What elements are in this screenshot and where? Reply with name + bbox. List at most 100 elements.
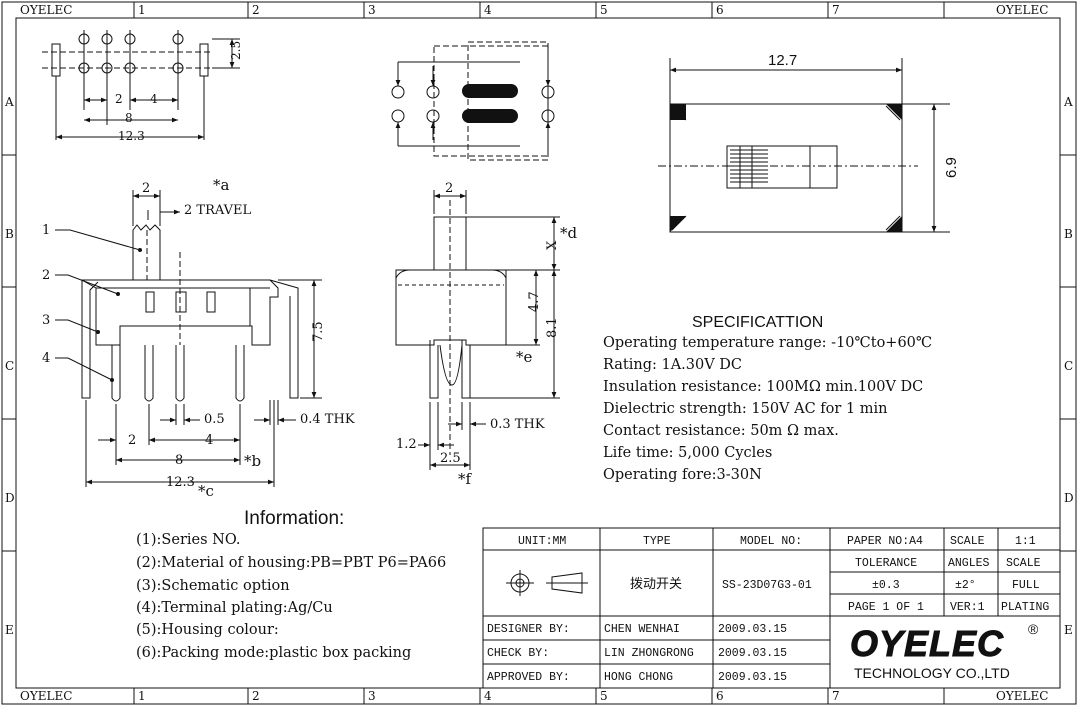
dim-0-3-thk: 0.3 THK — [490, 417, 545, 432]
callout-1: 1 — [42, 223, 50, 238]
tb-plating: PLATING — [1001, 601, 1049, 614]
corner-label-tl: OYELEC — [20, 3, 72, 17]
tb-approver: HONG CHONG — [604, 671, 673, 684]
tb-checker: LIN ZHONGRONG — [604, 647, 694, 660]
top-view-dims: 12.7 6.9 — [768, 52, 960, 178]
zone-col: 2 — [252, 689, 260, 703]
info-line: (6):Packing mode:plastic box packing — [136, 645, 411, 661]
dim-2: 2 — [115, 92, 123, 106]
front-view-leader-dots — [96, 248, 142, 382]
dim-travel: 2 TRAVEL — [184, 203, 251, 218]
tb-check-label: CHECK BY: — [487, 647, 549, 660]
front-view-labels: 1 2 3 4 *a 2 2 TRAVEL 7.5 0.5 0.4 THK 2 … — [42, 176, 355, 500]
tb-scale-value: 1:1 — [1015, 535, 1036, 548]
zone-row: E — [1064, 623, 1073, 637]
dim-7-5: 7.5 — [311, 321, 326, 342]
callout-3: 3 — [42, 313, 50, 328]
dim-12-7: 12.7 — [768, 52, 797, 69]
zone-col: 4 — [484, 689, 492, 703]
title-block-text: UNIT:MM TYPE MODEL NO: PAPER NO:A4 SCALE… — [487, 535, 1049, 684]
dim-pitch-2: 2 — [128, 433, 136, 448]
zone-col: 6 — [716, 3, 724, 17]
dim-1-2: 1.2 — [396, 437, 417, 452]
zone-row: C — [1064, 359, 1073, 373]
switch-schematic — [391, 41, 555, 161]
dim-12-3: 12.3 — [118, 129, 145, 143]
tb-paper: PAPER NO:A4 — [847, 535, 923, 548]
corner-label-tr: OYELEC — [996, 3, 1048, 17]
tb-page: PAGE 1 OF 1 — [848, 601, 924, 614]
zone-col: 1 — [138, 689, 146, 703]
title-block — [482, 527, 1061, 689]
zone-row: E — [5, 623, 14, 637]
dim-total-12-3: 12.3 — [166, 475, 195, 490]
tb-designer-date: 2009.03.15 — [718, 623, 787, 636]
tb-scale-label-2: SCALE — [1006, 557, 1041, 570]
dim-x: X — [545, 240, 560, 250]
tb-designer: CHEN WENHAI — [604, 623, 680, 636]
tb-model-label: MODEL NO: — [740, 535, 802, 548]
zone-row: B — [5, 227, 14, 241]
spec-line: Rating: 1A.30V DC — [603, 357, 742, 373]
side-view-labels: 2 X *d 4.7 8.1 *e 0.3 THK 1.2 2.5 *f — [396, 181, 578, 488]
tb-type-value: 拨动开关 — [630, 576, 682, 591]
dim-8: 8 — [125, 111, 133, 125]
specification: SPECIFICATTION Operating temperature ran… — [603, 314, 932, 483]
zone-col: 5 — [600, 3, 608, 17]
note-e: *e — [516, 348, 533, 366]
schematic-contacts — [462, 84, 518, 123]
spec-line: Contact resistance: 50m Ω max. — [603, 423, 839, 439]
note-d: *d — [560, 224, 578, 242]
tb-approved-date: 2009.03.15 — [718, 671, 787, 684]
info-line: (5):Housing colour: — [136, 622, 279, 638]
dim-0-5: 0.5 — [204, 412, 225, 427]
info-line: (4):Terminal plating:Ag/Cu — [136, 600, 333, 616]
dim-8-1: 8.1 — [545, 317, 560, 338]
spec-line: Dielectric strength: 150V AC for 1 min — [603, 401, 888, 417]
zone-col: 4 — [484, 3, 492, 17]
callout-2: 2 — [42, 268, 50, 283]
zone-col: 6 — [716, 689, 724, 703]
info-line: (1):Series NO. — [136, 532, 240, 548]
zone-col: 7 — [832, 689, 840, 703]
zone-col: 3 — [368, 689, 376, 703]
tb-model-value: SS-23D07G3-01 — [722, 579, 812, 592]
tb-angles-label: ANGLES — [948, 557, 990, 570]
logo-wordmark: OYELEC — [850, 623, 1004, 664]
side-view — [395, 190, 560, 470]
zone-col: 3 — [368, 3, 376, 17]
front-view — [55, 190, 322, 487]
information: Information: (1):Series NO. (2):Material… — [136, 508, 446, 661]
tb-approved-label: APPROVED BY: — [487, 671, 570, 684]
callout-4: 4 — [42, 351, 50, 366]
company-logo: OYELEC ® TECHNOLOGY CO.,LTD — [850, 621, 1040, 681]
tb-tolerance-label: TOLERANCE — [855, 557, 917, 570]
dim-side-2: 2 — [445, 181, 453, 196]
spec-line: Life time: 5,000 Cycles — [603, 445, 772, 461]
zone-labels: OYELEC OYELEC OYELEC OYELEC 1 2 3 4 5 6 … — [4, 3, 1074, 703]
tb-ver: VER:1 — [950, 601, 985, 614]
top-view — [658, 58, 950, 233]
corner-label-br: OYELEC — [996, 689, 1048, 703]
zone-row: A — [1063, 95, 1073, 109]
logo-registered-mark: ® — [1028, 621, 1039, 637]
note-b: *b — [244, 452, 261, 470]
pcb-footprint — [42, 30, 240, 140]
tb-scale-label: SCALE — [950, 535, 985, 548]
dim-0-4-thk: 0.4 THK — [300, 412, 355, 427]
tb-unit: UNIT:MM — [518, 535, 566, 548]
spec-line: Operating fore:3-30N — [603, 467, 762, 483]
tb-angles-value: ±2° — [955, 579, 976, 592]
spec-line: Insulation resistance: 100MΩ min.100V DC — [603, 379, 923, 395]
zone-row: C — [5, 359, 14, 373]
info-line: (3):Schematic option — [136, 578, 290, 594]
zone-col: 5 — [600, 689, 608, 703]
dim-6-9: 6.9 — [943, 157, 960, 178]
dim-2-5: 2.5 — [229, 41, 243, 60]
zone-row: A — [4, 95, 14, 109]
zone-row: D — [5, 491, 15, 505]
zone-row: D — [1064, 491, 1074, 505]
note-c: *c — [198, 482, 214, 500]
